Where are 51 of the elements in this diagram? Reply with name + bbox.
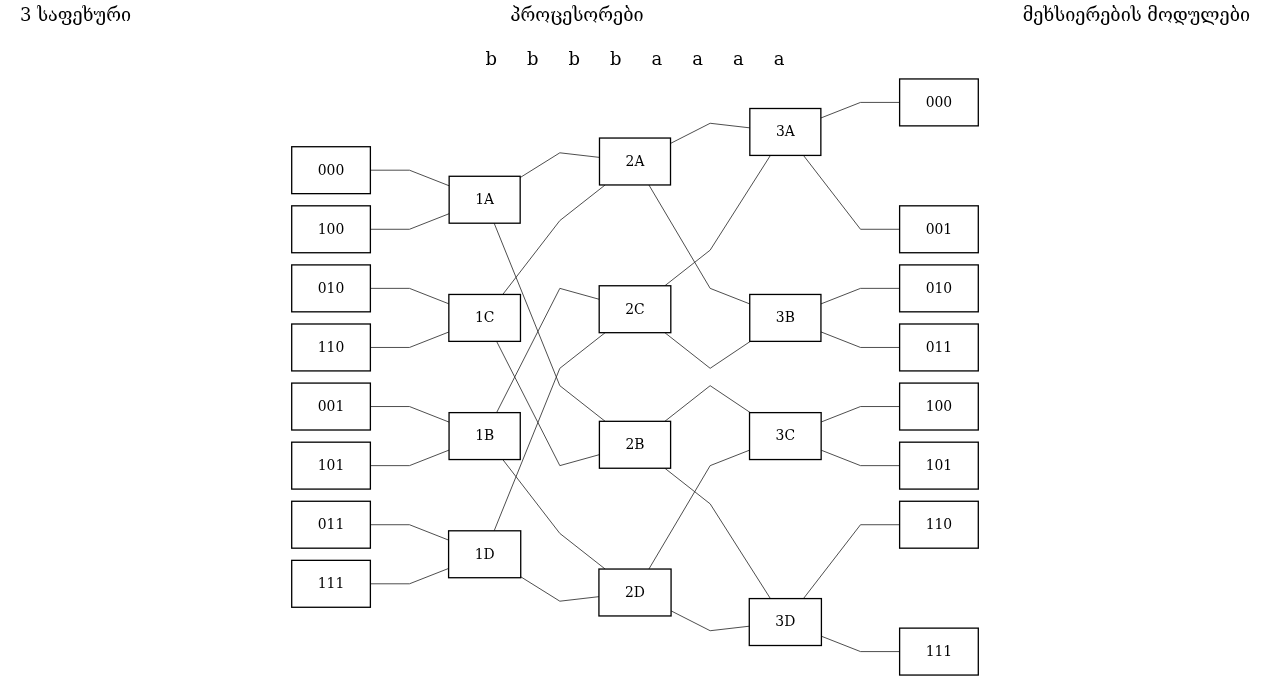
connector	[496, 340, 600, 467]
connector	[664, 155, 771, 287]
path-letter: a	[733, 48, 744, 71]
node-box: 001	[291, 382, 372, 431]
connector	[664, 332, 751, 369]
node-box: 100	[291, 205, 372, 254]
path-letter: b	[527, 48, 539, 71]
node-box: 3C	[748, 412, 822, 461]
node-box: 2B	[598, 420, 672, 469]
node-box: 3B	[749, 293, 822, 342]
heading-text: მეხსიერების მოდულები	[1022, 4, 1250, 25]
connector	[502, 184, 606, 295]
connector	[502, 459, 606, 570]
connector	[664, 385, 751, 422]
node-box: 2C	[598, 285, 672, 334]
path-letter: b	[610, 48, 622, 71]
node-box: 101	[898, 441, 979, 490]
node-box: 3A	[749, 107, 822, 157]
connector	[493, 332, 606, 532]
node-box: 1C	[448, 293, 522, 342]
node-box: 111	[898, 627, 979, 676]
node-box: 111	[291, 559, 372, 608]
node-box: 010	[898, 264, 979, 313]
path-letter: a	[692, 48, 704, 71]
node-box: 100	[898, 382, 979, 431]
node-box: 010	[291, 264, 372, 313]
node-box: 110	[898, 500, 979, 549]
connector	[648, 449, 750, 570]
path-letter: b	[485, 48, 497, 71]
connector	[496, 287, 600, 414]
heading-text: პროცესორები	[510, 4, 644, 25]
node-box: 1B	[448, 412, 521, 461]
node-box: 000	[291, 146, 372, 195]
node-box: 110	[291, 323, 372, 372]
node-box: 2D	[598, 568, 672, 617]
path-letter: a	[651, 48, 663, 71]
node-box: 001	[898, 205, 979, 254]
node-box: 2A	[598, 137, 672, 186]
node-box: 1D	[447, 530, 522, 579]
node-box: 1A	[448, 175, 521, 224]
heading-text: 3 საფეხური	[20, 4, 132, 25]
connector	[493, 222, 606, 422]
connector	[664, 467, 771, 599]
node-box: 000	[898, 78, 979, 127]
node-box: 3D	[748, 597, 823, 647]
node-box: 011	[291, 500, 372, 549]
node-box: 101	[291, 441, 372, 490]
connector	[519, 152, 600, 178]
path-letter: b	[568, 48, 581, 71]
path-letter: a	[773, 48, 785, 71]
node-box: 011	[898, 323, 979, 372]
